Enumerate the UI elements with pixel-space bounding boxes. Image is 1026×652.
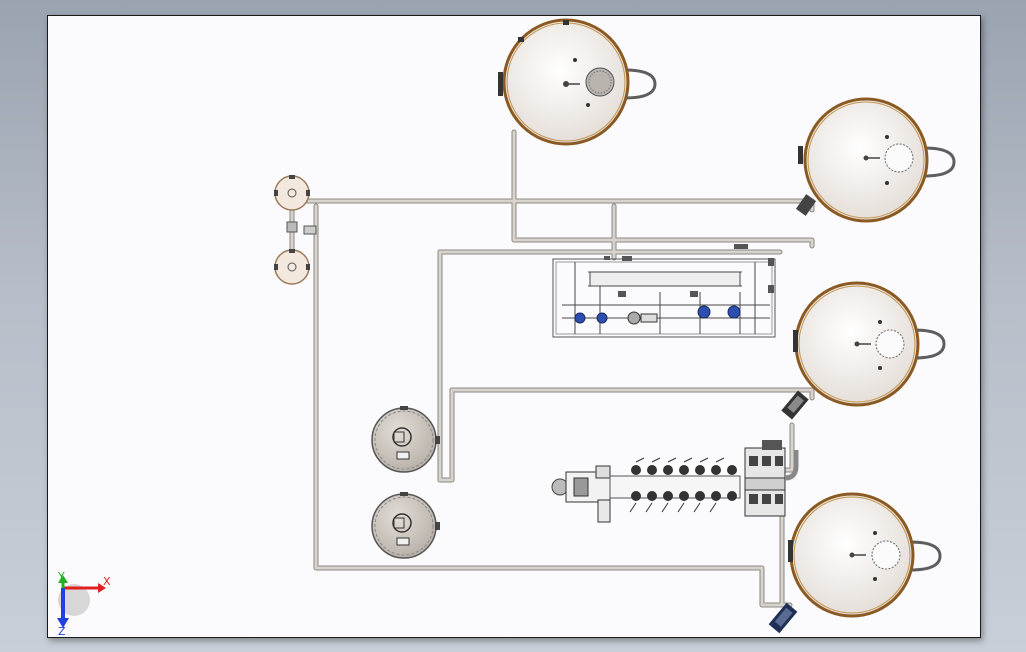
axis-y-label: Y	[57, 570, 65, 583]
pipe-top-tank-down	[511, 129, 815, 249]
large-tank-right-3[interactable]	[768, 492, 942, 634]
small-vessel-connector	[286, 221, 317, 235]
axis-z-label: Z	[58, 625, 66, 638]
tank-handle	[624, 68, 657, 100]
manway	[875, 329, 905, 359]
axis-x-label: X	[103, 575, 111, 588]
axis-z-arrow	[57, 618, 69, 628]
tank-outlet-valve	[781, 390, 809, 420]
manifold-valve-row-bottom	[631, 491, 737, 501]
manway	[585, 67, 615, 97]
tank-handle	[909, 540, 942, 572]
pump-motor	[574, 305, 741, 324]
pipe-network[interactable]	[289, 129, 815, 608]
tank-outlet-valve	[795, 194, 817, 216]
tank-handle	[923, 146, 956, 178]
axis-y-arrow	[58, 575, 68, 583]
axis-x-arrow	[98, 583, 106, 593]
manifold-valve-row-top	[631, 465, 737, 475]
small-vessel-lower[interactable]	[274, 249, 310, 285]
large-tank-top[interactable]	[498, 18, 657, 146]
coordinate-axis-triad: X Y Z	[57, 570, 111, 638]
filter-tank-lower[interactable]	[371, 492, 440, 559]
skid-valves	[604, 244, 774, 325]
valve-manifold[interactable]	[551, 440, 799, 523]
pump-skid[interactable]	[552, 244, 776, 338]
tank-handle	[913, 328, 946, 360]
manway	[884, 143, 914, 173]
small-vessel-upper[interactable]	[274, 175, 310, 211]
large-tank-right-2[interactable]	[781, 281, 946, 420]
filter-tank-upper[interactable]	[371, 406, 440, 473]
large-tank-right-1[interactable]	[795, 97, 956, 223]
manway	[871, 540, 901, 570]
tank-outlet-valve	[768, 602, 798, 634]
